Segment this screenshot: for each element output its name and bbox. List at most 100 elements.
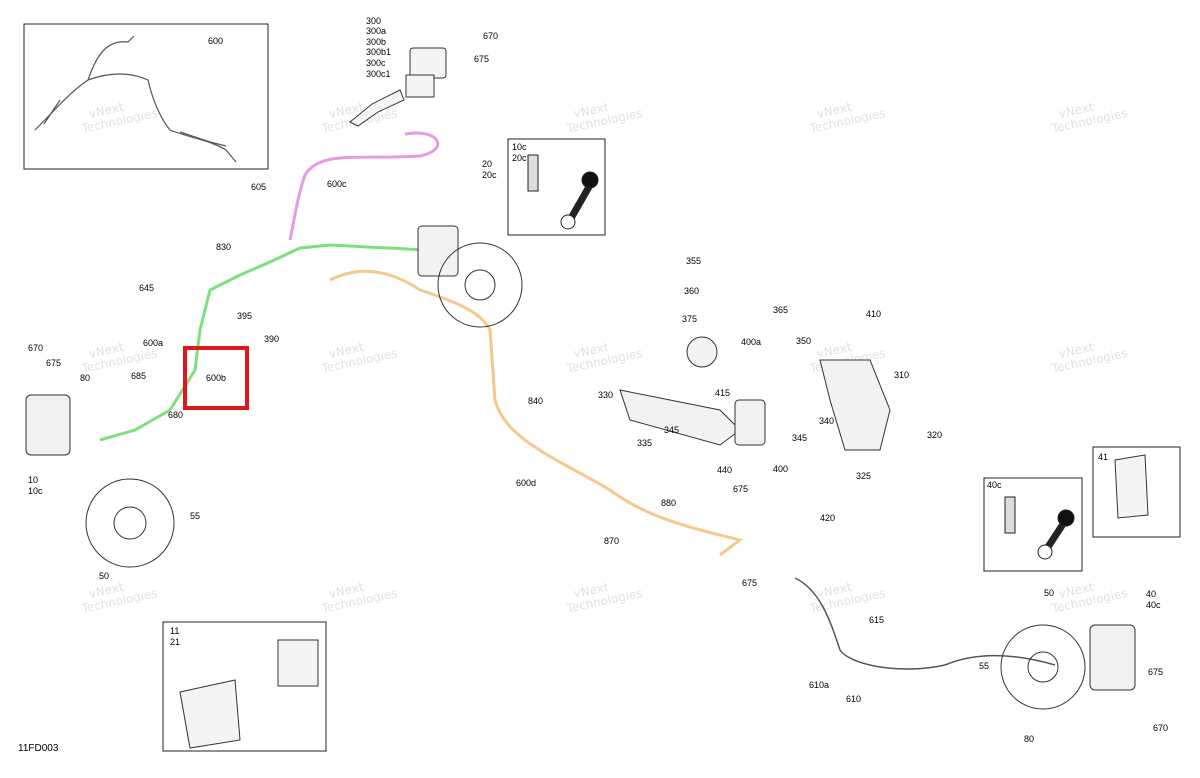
callout-675-low: 675 xyxy=(742,578,757,588)
inset-box-40c xyxy=(983,477,1083,572)
callout-80-left: 80 xyxy=(80,373,90,383)
callout-345-a: 345 xyxy=(664,425,679,435)
callout-360: 360 xyxy=(684,286,699,296)
brake-pads xyxy=(179,454,1149,749)
callout-20c-box: 20c xyxy=(512,153,527,163)
watermark-text: vNextTechnologies xyxy=(562,573,644,616)
callout-80-right: 80 xyxy=(1024,734,1034,744)
callout-870: 870 xyxy=(604,536,619,546)
callout-440: 440 xyxy=(717,465,732,475)
watermark-text: vNextTechnologies xyxy=(562,93,644,136)
callout-670-right: 670 xyxy=(1153,723,1168,733)
callout-40: 40 xyxy=(1146,589,1156,599)
callout-10c: 10c xyxy=(28,486,43,496)
watermark-text: vNextTechnologies xyxy=(805,93,887,136)
callout-320: 320 xyxy=(927,430,942,440)
callout-labels: 600 300 300a 300b 300b1 300c 300c1 670 6… xyxy=(28,16,1168,744)
callout-415: 415 xyxy=(715,388,730,398)
callout-420: 420 xyxy=(820,513,835,523)
callout-610: 610 xyxy=(846,694,861,704)
callout-21: 21 xyxy=(170,637,180,647)
callout-20: 20 xyxy=(482,159,492,169)
highlight-box-600b[interactable] xyxy=(183,346,249,410)
callout-300b: 300b xyxy=(366,37,386,47)
diagram-code: 11FD003 xyxy=(18,743,59,754)
inset-box-10c xyxy=(507,138,606,236)
callout-365: 365 xyxy=(773,305,788,315)
brake-hose-600b xyxy=(99,243,426,442)
callout-615: 615 xyxy=(869,615,884,625)
callout-600: 600 xyxy=(208,36,223,46)
callout-830: 830 xyxy=(216,242,231,252)
callout-410: 410 xyxy=(866,309,881,319)
callout-40c: 40c xyxy=(1146,600,1161,610)
callout-670-top: 670 xyxy=(483,31,498,41)
watermark-text: vNextTechnologies xyxy=(317,333,399,376)
callout-600a: 600a xyxy=(143,338,163,348)
watermark-text: vNextTechnologies xyxy=(317,573,399,616)
callout-310: 310 xyxy=(894,370,909,380)
rear-brake-pedal-assembly xyxy=(619,336,891,451)
watermark-text: vNextTechnologies xyxy=(1047,93,1129,136)
callout-345-b: 345 xyxy=(792,433,807,443)
brake-hose-600d xyxy=(329,269,744,557)
watermark-text: vNextTechnologies xyxy=(1047,573,1129,616)
front-master-cylinder xyxy=(349,47,447,127)
watermark-text: vNextTechnologies xyxy=(805,573,887,616)
callout-40c-box: 40c xyxy=(987,480,1002,490)
brake-line-610 xyxy=(794,577,1056,670)
callout-325: 325 xyxy=(856,471,871,481)
callout-55-left: 55 xyxy=(190,511,200,521)
rear-brake-disc-caliper xyxy=(1000,624,1136,710)
callout-840: 840 xyxy=(528,396,543,406)
callout-400a: 400a xyxy=(741,337,761,347)
callout-300c: 300c xyxy=(366,58,386,68)
watermark-text: vNextTechnologies xyxy=(77,93,159,136)
callout-685: 685 xyxy=(131,371,146,381)
callout-675-top: 675 xyxy=(474,54,489,64)
callout-670-left: 670 xyxy=(28,343,43,353)
callout-675-right: 675 xyxy=(1148,667,1163,677)
callout-300b1: 300b1 xyxy=(366,47,391,57)
callout-680: 680 xyxy=(168,410,183,420)
callout-350: 350 xyxy=(796,336,811,346)
callout-10: 10 xyxy=(28,475,38,485)
callout-605: 605 xyxy=(251,182,266,192)
callout-880: 880 xyxy=(661,498,676,508)
callout-11: 11 xyxy=(170,626,179,636)
callout-600c: 600c xyxy=(327,179,347,189)
watermark-text: vNextTechnologies xyxy=(77,573,159,616)
callout-20c: 20c xyxy=(482,170,497,180)
callout-600d: 600d xyxy=(516,478,536,488)
callout-675-mid: 675 xyxy=(733,484,748,494)
inset-box-41 xyxy=(1092,446,1181,538)
callout-10c-box: 10c xyxy=(512,142,527,152)
callout-55-right: 55 xyxy=(979,661,989,671)
callout-50-right: 50 xyxy=(1044,588,1054,598)
callout-645: 645 xyxy=(139,283,154,293)
callout-41: 41 xyxy=(1098,452,1108,462)
callout-340: 340 xyxy=(819,416,834,426)
callout-300: 300 xyxy=(366,16,381,26)
callout-400: 400 xyxy=(773,464,788,474)
callout-50-left: 50 xyxy=(99,571,109,581)
callout-610a: 610a xyxy=(809,680,829,690)
brake-hose-600c xyxy=(288,131,440,241)
callout-355: 355 xyxy=(686,256,701,266)
callout-395: 395 xyxy=(237,311,252,321)
front-brake-disc xyxy=(85,478,175,568)
callout-675-left: 675 xyxy=(46,358,61,368)
front-right-caliper xyxy=(417,225,523,328)
callout-300a: 300a xyxy=(366,26,386,36)
watermark-text: vNextTechnologies xyxy=(562,333,644,376)
inset-box-600 xyxy=(23,23,269,170)
callout-300c1: 300c1 xyxy=(366,69,391,79)
inset-box-11 xyxy=(162,621,327,752)
callout-390: 390 xyxy=(264,334,279,344)
highlight-label: 600b xyxy=(206,373,227,383)
harness-overview-drawing xyxy=(34,35,237,163)
bleed-screw-and-cap xyxy=(527,154,1075,560)
callout-375: 375 xyxy=(682,314,697,324)
watermark-text: vNextTechnologies xyxy=(1047,333,1129,376)
